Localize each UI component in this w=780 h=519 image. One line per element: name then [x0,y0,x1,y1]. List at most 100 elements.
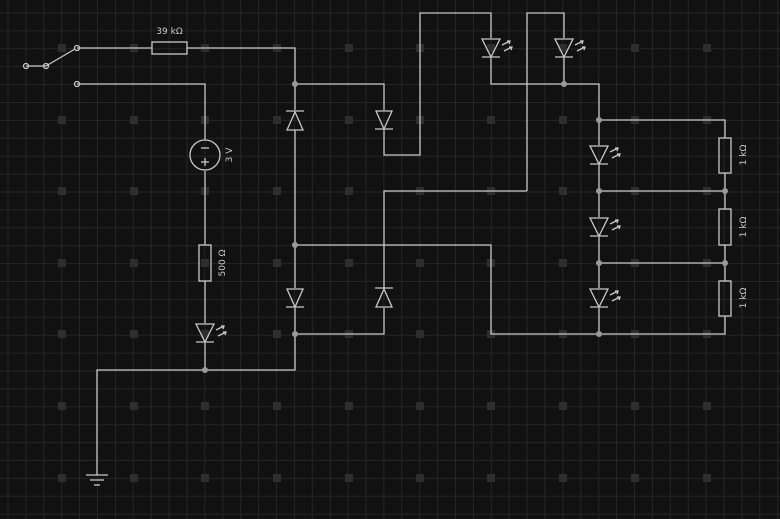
resistor-39k[interactable]: 39 kΩ [151,27,188,55]
grid-major-marker [703,402,711,410]
led-5[interactable] [588,217,621,238]
resistor-load-3-label: 1 kΩ [739,288,749,309]
wire-led-top1-out[interactable] [490,58,564,85]
diode-triangle[interactable] [374,110,394,131]
grid-major-marker [416,402,424,410]
grid-major-marker [559,474,567,482]
grid-major-marker [487,44,495,52]
diode-triangle[interactable] [374,287,394,308]
led-triangle[interactable] [480,38,502,59]
diode-bridge-1[interactable] [285,110,305,131]
led-triangle[interactable] [588,288,610,309]
led-6[interactable] [588,288,621,309]
led-triangle[interactable] [553,38,575,59]
wire-bridge-mid-out[interactable] [295,244,599,335]
voltage-source-label: 3 V [225,147,235,163]
grid-major-marker [345,187,353,195]
wires [26,12,726,475]
diode-triangle[interactable] [285,288,305,309]
led-triangle[interactable] [588,217,610,238]
wire-led-top2-out[interactable] [563,58,600,120]
junction-dot [292,331,298,337]
grid-major-marker [487,474,495,482]
diode-bridge-3[interactable] [285,288,305,309]
grid-major-marker [703,44,711,52]
wire-led-to-bridge-bottom[interactable] [205,334,296,371]
junction-dot [722,188,728,194]
grid-major-marker [416,330,424,338]
resistor-load-2-body[interactable] [718,208,732,246]
resistor-39k-body[interactable] [151,41,188,55]
resistor-load-2[interactable]: 1 kΩ [718,208,749,246]
led-emission-arrows [609,219,621,231]
led-4[interactable] [588,145,621,166]
diode-bridge-4[interactable] [374,287,394,308]
junction-dot [596,331,602,337]
wire-bridge-right-mid[interactable] [383,190,527,288]
grid-major-marker [273,330,281,338]
junction-dot [722,260,728,266]
voltage-source-body[interactable] [189,139,221,171]
wire-rung-top[interactable] [599,119,726,138]
wire-bridge-bottom-link[interactable] [295,308,385,335]
grid-major-marker [631,474,639,482]
resistor-load-1-body[interactable] [718,137,732,174]
grid-major-marker [273,259,281,267]
resistor-500-body[interactable] [198,244,212,282]
switch-input-terminal[interactable] [22,62,30,70]
junction-dot [292,81,298,87]
wire-bridge-top-right-out[interactable] [383,12,492,156]
resistor-500-label: 500 Ω [218,249,228,276]
led-3[interactable] [553,38,586,59]
led-triangle[interactable] [588,145,610,166]
junction-dot [202,367,208,373]
switch-throw-bottom[interactable] [73,80,81,88]
junction-dot [292,242,298,248]
diode-bridge-2[interactable] [374,110,394,131]
grid-major-marker [273,402,281,410]
led-emission-arrows [574,40,586,52]
grid-major-marker [345,474,353,482]
grid-major-marker [559,44,567,52]
ground-symbol[interactable] [86,474,108,486]
resistor-load-1[interactable]: 1 kΩ [718,137,749,174]
junction-dot [561,81,567,87]
switch[interactable] [22,44,81,88]
resistor-load-3[interactable]: 1 kΩ [718,280,749,317]
led-1[interactable] [194,323,227,344]
wire-throw2-to-source[interactable] [77,83,206,140]
grid-major-marker [58,116,66,124]
wire-rung-bottom[interactable] [599,316,726,335]
grid-major-marker [345,402,353,410]
wire-r39k-to-bridge[interactable] [187,47,296,84]
resistor-500[interactable]: 500 Ω [198,244,228,282]
grid-major-marker [201,259,209,267]
grid-major-marker [130,474,138,482]
wire-bridge-top-link[interactable] [295,83,385,110]
led-triangle[interactable] [194,323,216,344]
diode-triangle[interactable] [285,110,305,131]
wire-led-top2-in[interactable] [526,12,565,191]
switch-throw-top[interactable] [73,44,81,52]
grid-major-marker [58,402,66,410]
led-2[interactable] [480,38,513,59]
junction-dot [596,260,602,266]
grid-major-marker [58,187,66,195]
grid-major-marker [273,187,281,195]
voltage-source-3v[interactable]: 3 V [189,139,235,171]
grid-major-marker [631,44,639,52]
grid-major-marker [130,402,138,410]
grid-major-marker [130,259,138,267]
led-emission-arrows [501,40,513,52]
switch-pivot-terminal[interactable] [42,62,50,70]
switch-blade[interactable] [45,48,76,67]
grid-major-marker [273,116,281,124]
resistor-load-3-body[interactable] [718,280,732,317]
grid-major-marker [631,402,639,410]
grid-major-marker [416,474,424,482]
grid-major-marker [58,44,66,52]
wire-led-to-ground[interactable] [96,343,206,475]
grid-major-marker [559,187,567,195]
